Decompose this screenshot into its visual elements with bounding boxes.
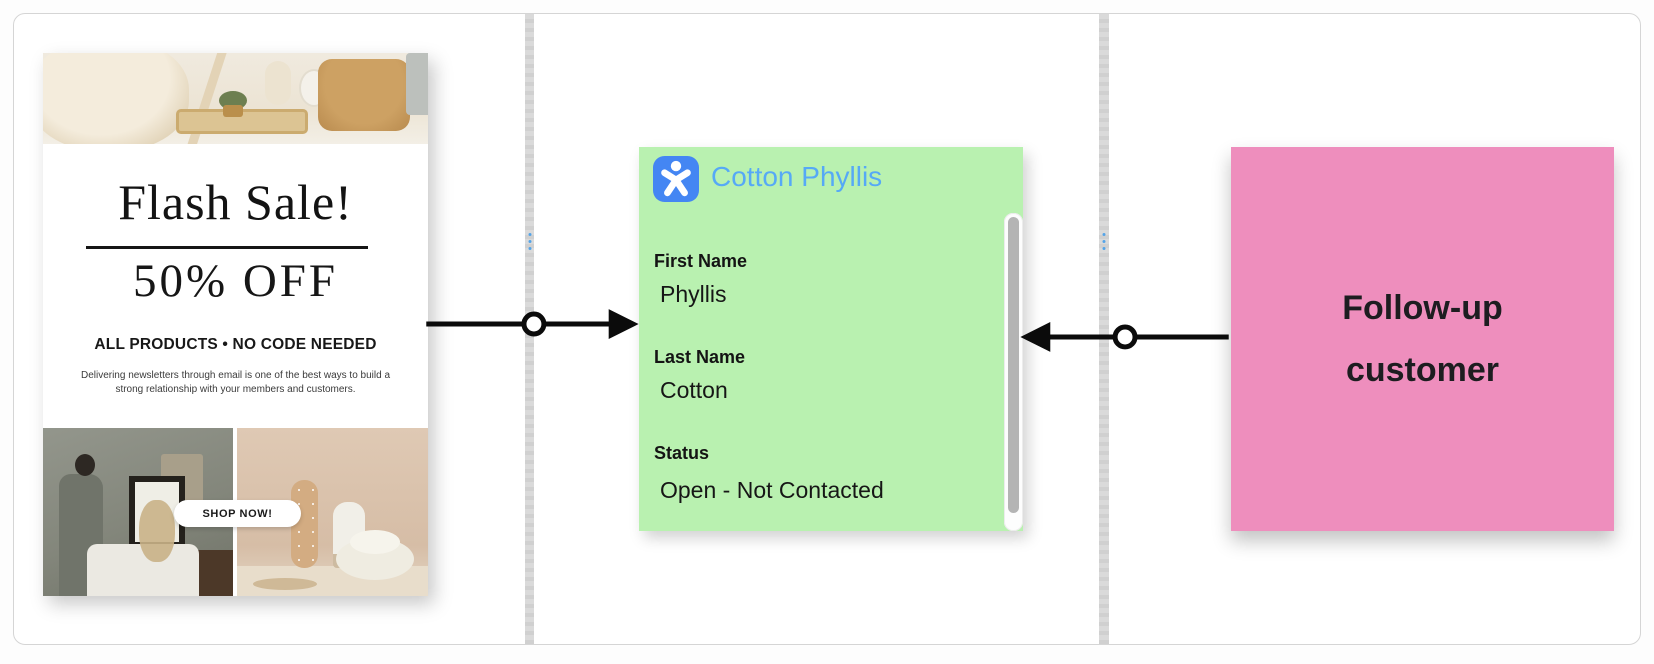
field-label-status: Status: [654, 443, 710, 463]
email-headline: Flash Sale!: [118, 174, 353, 230]
hero-basket-shape: [318, 59, 410, 131]
note-card[interactable]: Follow-up customer: [1231, 147, 1614, 531]
email-tagline: ALL PRODUCTS • NO CODE NEEDED: [94, 336, 377, 353]
email-preview-card[interactable]: Flash Sale! 50% OFF ALL PRODUCTS • NO CO…: [43, 53, 428, 596]
email-discount: 50% OFF: [132, 255, 339, 307]
photo-dried-flowers-shape: [139, 500, 175, 562]
contact-card[interactable]: Cotton Phyllis First Name Phyllis Last N…: [639, 147, 1023, 531]
email-description: Delivering newsletters through email is …: [80, 370, 391, 395]
divider-drag-handle-icon[interactable]: [528, 233, 531, 250]
headline-underline: [86, 246, 368, 249]
scrollbar-thumb[interactable]: [1008, 217, 1019, 513]
field-label-last-name: Last Name: [654, 347, 746, 367]
board-canvas[interactable]: Flash Sale! 50% OFF ALL PRODUCTS • NO CO…: [13, 13, 1641, 645]
field-value-first-name: Phyllis: [660, 281, 727, 307]
contact-star-person-icon: [653, 156, 699, 202]
shop-now-button[interactable]: SHOP NOW!: [174, 500, 301, 527]
photo-person-head-shape: [75, 454, 95, 476]
divider-drag-handle-icon[interactable]: [1102, 233, 1106, 250]
field-value-status: Open - Not Contacted: [660, 477, 884, 503]
arrow-right-icon: [608, 309, 639, 339]
note-card-text: Follow-up customer: [1342, 289, 1503, 389]
photo-plate-shape: [253, 578, 317, 590]
connector-note-to-contact[interactable]: [1020, 322, 1229, 352]
photo-bowl-small-shape: [350, 530, 400, 554]
contact-card-scrollbar[interactable]: [1004, 213, 1023, 531]
field-label-first-name: First Name: [654, 251, 748, 271]
email-hero-image: [43, 53, 428, 144]
panel-divider-left: [525, 14, 534, 644]
connector-node-circle: [1112, 324, 1138, 350]
arrow-left-icon: [1020, 322, 1051, 352]
hero-macrame-shape: [43, 53, 189, 144]
hero-vase-shape: [265, 61, 291, 105]
hero-cloth-shape: [406, 53, 428, 115]
hero-pot-shape: [223, 105, 243, 117]
field-value-last-name: Cotton: [660, 377, 728, 403]
contact-card-title: Cotton Phyllis: [711, 161, 883, 192]
panel-divider-right: [1099, 14, 1109, 644]
